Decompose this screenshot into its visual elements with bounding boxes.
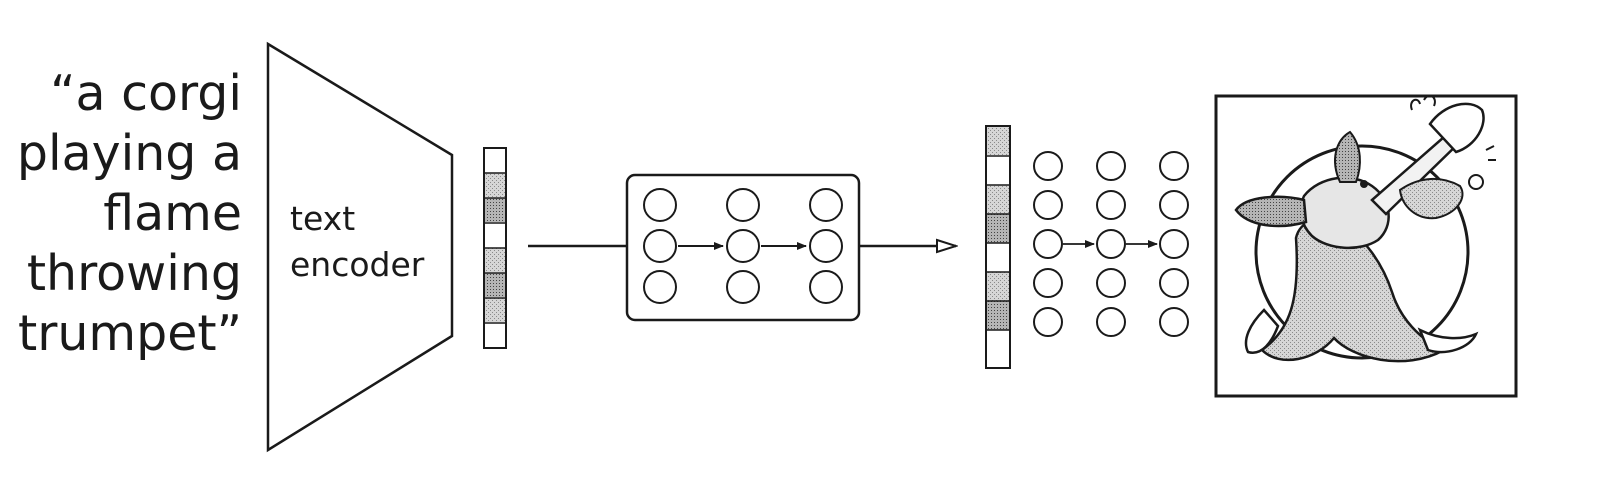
- text-encoder-label: text encoder: [290, 196, 424, 288]
- text-encoder-label-line-1: text: [290, 199, 356, 238]
- prior-network: [625, 173, 861, 322]
- prompt-line-5: trumpet”: [18, 305, 242, 362]
- prompt-line-3: flame: [103, 185, 242, 242]
- prompt-line-4: throwing: [26, 245, 242, 302]
- text-encoder-trapezoid: [266, 41, 454, 453]
- prompt-line-1: “a corgi: [50, 65, 242, 122]
- output-image: [1214, 94, 1518, 398]
- prompt-line-2: playing a: [16, 125, 242, 182]
- text-encoder-label-line-2: encoder: [290, 245, 425, 284]
- prompt-text: “a corgi playing a flame throwing trumpe…: [0, 64, 242, 364]
- text-embedding-vector: [483, 147, 507, 349]
- decoder-network: [1033, 151, 1189, 337]
- corgi-trumpet-illustration: [1234, 94, 1496, 363]
- image-embedding-vector: [985, 125, 1011, 369]
